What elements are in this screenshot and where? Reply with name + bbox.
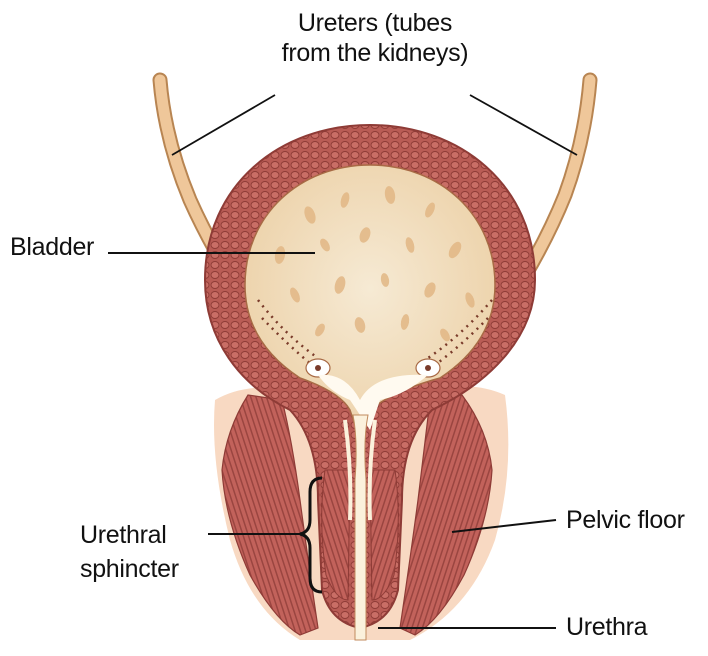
bladder-label: Bladder bbox=[10, 232, 94, 262]
urethral-sphincter-line2: sphincter bbox=[80, 554, 179, 584]
leader-ureter-right bbox=[470, 95, 577, 155]
ureters-label: Ureters (tubes from the kidneys) bbox=[250, 8, 500, 68]
pelvic-floor-label: Pelvic floor bbox=[566, 505, 685, 535]
ureters-label-line1: Ureters (tubes bbox=[250, 8, 500, 38]
ureters-label-line2: from the kidneys) bbox=[250, 38, 500, 68]
urethral-sphincter-label: Urethral sphincter bbox=[80, 520, 179, 584]
urethral-sphincter-line1: Urethral bbox=[80, 520, 179, 550]
leader-ureter-left bbox=[172, 95, 275, 155]
urethra-label: Urethra bbox=[566, 612, 647, 642]
